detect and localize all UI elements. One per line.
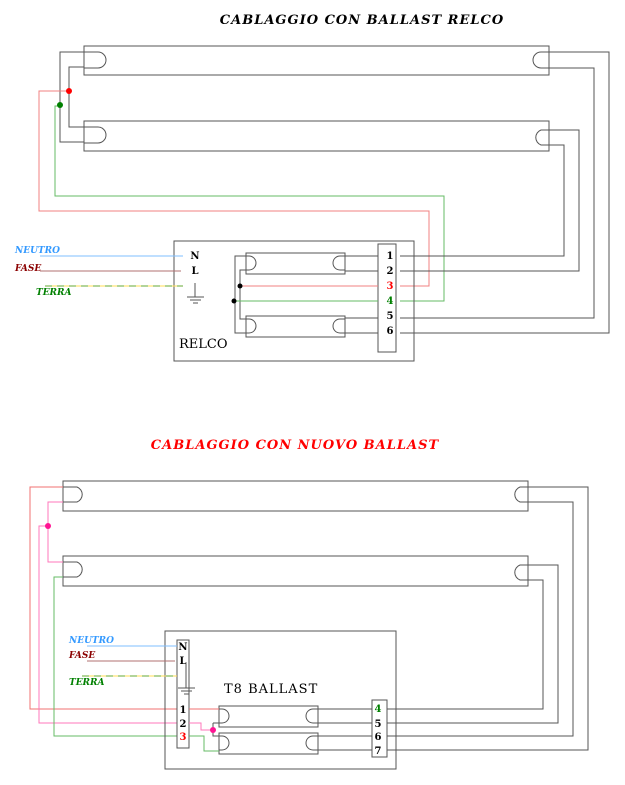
terminal-2: 2 (180, 719, 187, 730)
label-terra: TERRA (36, 288, 72, 298)
label-fase: FASE (14, 264, 41, 274)
terminal-4: 4 (387, 296, 394, 307)
relco-diagram: CABLAGGIO CON BALLAST RELCO N L (14, 13, 610, 362)
bottom-title: CABLAGGIO CON NUOVO BALLAST (151, 438, 440, 453)
terminal-n: N (190, 251, 199, 262)
terminal-5: 5 (387, 311, 394, 322)
lamp-tube-2 (62, 555, 529, 587)
terminal-2: 2 (387, 266, 394, 277)
terminal-l: L (179, 656, 186, 667)
junction-dot (57, 102, 63, 108)
lamp-tube-1 (83, 45, 550, 76)
terminal-1: 1 (180, 705, 187, 716)
new-ballast-diagram: CABLAGGIO CON NUOVO BALLAST N L 1 2 3 (29, 438, 589, 770)
output-terminal-block (371, 699, 388, 758)
terminal-6: 6 (375, 732, 382, 743)
wire-green (54, 105, 445, 302)
terminal-1: 1 (387, 251, 394, 262)
terminal-3: 3 (387, 281, 394, 292)
junction-dot (45, 523, 51, 529)
terminal-5: 5 (375, 719, 382, 730)
wire-red (38, 90, 430, 287)
top-title: CABLAGGIO CON BALLAST RELCO (220, 13, 504, 28)
terminal-3: 3 (180, 732, 187, 743)
label-terra: TERRA (69, 678, 105, 688)
lamp-tube-2 (83, 120, 550, 152)
junction-dot (66, 88, 72, 94)
terminal-l: L (191, 266, 198, 277)
t8-ballast-label: T8 BALLAST (224, 682, 318, 697)
lamp-tube-1 (62, 480, 529, 512)
ground-icon (187, 283, 204, 304)
junction-dot (210, 727, 216, 733)
ground-icon (178, 664, 195, 695)
relco-label: RELCO (179, 337, 228, 352)
label-neutro: NEUTRO (68, 636, 114, 646)
terminal-7: 7 (375, 746, 382, 757)
relco-ballast-box (173, 240, 415, 362)
terminal-4: 4 (375, 704, 382, 715)
terminal-6: 6 (387, 326, 394, 337)
t8-ballast-box (164, 630, 397, 770)
label-neutro: NEUTRO (14, 246, 60, 256)
terminal-n: N (178, 642, 187, 653)
terminal-block (377, 243, 397, 353)
label-fase: FASE (68, 651, 95, 661)
